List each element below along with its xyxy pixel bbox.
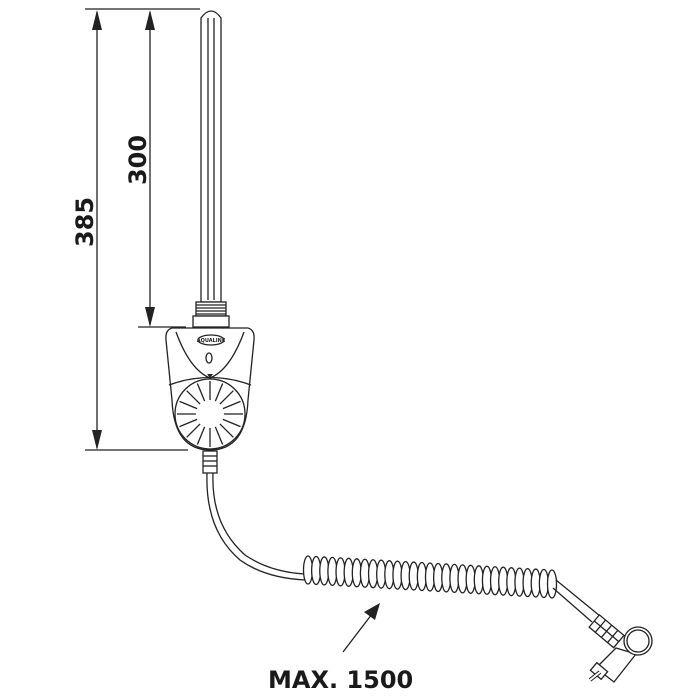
dial-tick [186, 390, 201, 405]
dial-tick [196, 426, 206, 445]
dimension-300-label: 300 [124, 135, 152, 185]
heating-rod [192, 10, 230, 328]
svg-text:AQUALINE: AQUALINE [197, 338, 226, 344]
cable-length-arrow [342, 603, 380, 653]
dial-tick [214, 426, 224, 445]
power-cable [206, 472, 601, 623]
dial-tick [219, 423, 234, 438]
dimension-lines [85, 8, 200, 451]
dimension-385-label: 385 [71, 197, 99, 247]
dial-tick [222, 400, 241, 410]
cable-length-label: MAX. 1500 [268, 666, 413, 694]
dial-tick [179, 400, 198, 410]
dial-tick [196, 383, 206, 402]
dial-tick [179, 418, 198, 428]
dial-tick [186, 423, 201, 438]
dial-tick [219, 390, 234, 405]
cable-grommet [202, 450, 218, 474]
indicator-light [205, 352, 213, 364]
brand-logo [197, 334, 225, 346]
cable-coil [546, 569, 558, 599]
temperature-dial[interactable] [174, 378, 246, 450]
dial-tick [222, 418, 241, 428]
power-plug [588, 613, 653, 683]
dial-tick [214, 383, 224, 402]
